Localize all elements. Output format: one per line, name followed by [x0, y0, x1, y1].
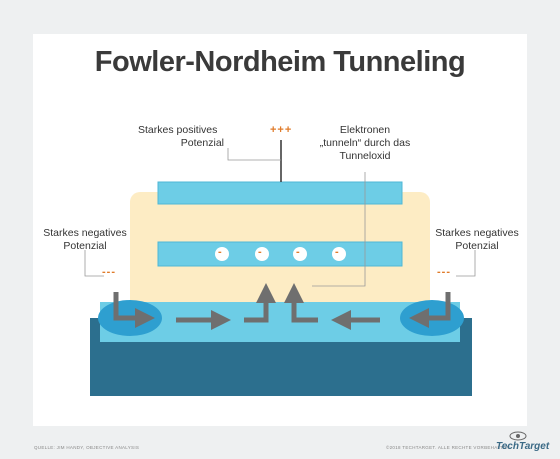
- negative-right-charge: ---: [437, 266, 451, 278]
- electron: [255, 247, 269, 261]
- control-gate: [157, 181, 403, 205]
- source-credit: QUELLE: JIM HANDY, OBJECTIVE ANALYSIS: [34, 445, 140, 450]
- negative-right-line1: Starkes negatives: [435, 227, 519, 239]
- electrons-line3: Tunneloxid: [339, 150, 391, 162]
- copyright-notice: ©2018 TECHTARGET. ALLE RECHTE VORBEHALTE…: [386, 445, 512, 450]
- positive-charge: +++: [270, 124, 293, 136]
- electron-group: [215, 247, 346, 261]
- right-up-arrow: [284, 283, 318, 323]
- electron-charge: -: [335, 246, 340, 258]
- right-drain-arrow: [409, 292, 451, 328]
- negative-left-line1: Starkes negatives: [43, 227, 127, 239]
- positive-potential-line1: Starkes positives: [138, 124, 218, 136]
- negative-right-line2: Potenzial: [455, 240, 499, 252]
- electron: [293, 247, 307, 261]
- electrons-line1: Elektronen: [339, 124, 391, 136]
- negative-left-leader-line: [84, 250, 104, 277]
- channel-bottom: [118, 318, 442, 342]
- electrons-line2: „tunneln“ durch das: [319, 137, 411, 149]
- electron-leader-line: [312, 172, 366, 287]
- electron-charge: -: [296, 246, 301, 258]
- electron-charge: -: [258, 246, 263, 258]
- negative-right-label: Starkes negatives Potenzial: [429, 227, 525, 253]
- floating-gate: [157, 241, 403, 267]
- positive-leader-line: [227, 148, 281, 161]
- electron-flow-arrows: [113, 283, 451, 330]
- positive-potential-label: Starkes positives Potenzial: [138, 124, 224, 150]
- positive-potential-line2: Potenzial: [180, 137, 224, 149]
- electron-charge: -: [218, 246, 223, 258]
- techtarget-logo-icon: [509, 431, 527, 441]
- negative-left-label: Starkes negatives Potenzial: [38, 227, 132, 253]
- brand-logo-text: TechTarget: [496, 441, 550, 452]
- negative-right-leader-line: [456, 250, 476, 277]
- left-up-arrow: [244, 283, 276, 323]
- diagram-title: Fowler-Nordheim Tunneling: [94, 46, 466, 78]
- electron: [215, 247, 229, 261]
- electrons-label: Elektronen „tunneln“ durch das Tunneloxi…: [313, 124, 417, 163]
- left-source-arrow: [113, 292, 155, 328]
- electron: [332, 247, 346, 261]
- negative-left-charge: ---: [102, 266, 116, 278]
- negative-left-line2: Potenzial: [63, 240, 107, 252]
